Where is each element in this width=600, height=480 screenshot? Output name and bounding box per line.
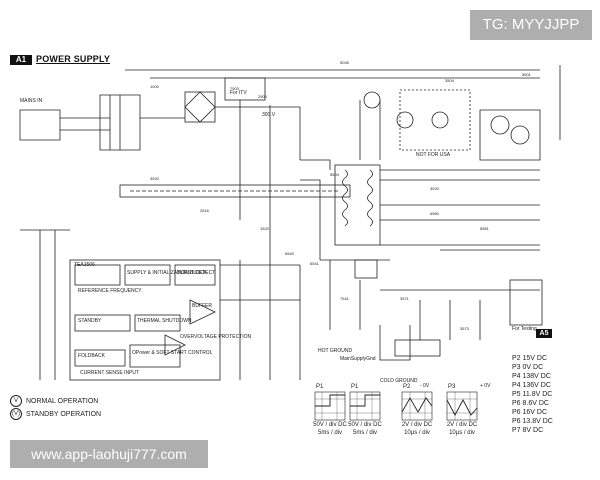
svg-text:1520: 1520 [260,226,270,231]
ic-soft-start-label: OPower & SOFT START CONTROL [132,350,213,356]
scope-id: P1 [316,384,324,390]
svg-text:6540: 6540 [285,251,295,256]
svg-text:7541: 7541 [340,296,350,301]
legend-standby-text: STANDBY OPERATION [26,411,102,418]
svg-text:7503: 7503 [230,86,240,91]
scope-caption: 10µs / div [404,430,430,436]
scope-id: P1 [351,384,359,390]
voltage-item: P6 13.8V DC [512,418,553,425]
svg-text:3573: 3573 [460,326,470,331]
legend-normal: V NORMAL OPERATION [10,395,101,408]
voltage-list: P2 15V DC P3 0V DC P4 138V DC P4 136V DC… [512,354,553,435]
scope-caption: 5ms / div [317,430,342,436]
scope-id: P2 [403,384,411,390]
ic-overvolt-label: OVERVOLTAGE PROTECTION [180,334,252,340]
ic-foldback-label: FOLDBACK [78,353,105,359]
svg-text:3504: 3504 [445,78,455,83]
page-title: POWER SUPPLY [36,54,111,64]
svg-text:5501: 5501 [522,72,532,77]
voltage-item: P2 15V DC [512,355,548,362]
voltage-item: P3 0V DC [512,364,544,371]
svg-text:1000: 1000 [150,84,160,89]
voltage-item: P6 8.6V DC [512,400,549,407]
ic-ref-label: REFERENCE FREQUENCY [78,288,142,294]
svg-text:5045: 5045 [340,60,350,65]
ic-supply-label: SUPPLY & INITIALIZATION BLOCK [127,270,208,276]
ic-name-label: TEA1506 [74,262,95,268]
legend-standby-symbol: (V) [10,408,22,421]
legend: V NORMAL OPERATION (V) STANDBY OPERATION [10,395,101,421]
not-for-usa-label: NOT FOR USA [416,152,451,158]
svg-text:3520: 3520 [150,176,160,181]
scope-caption: 50V / div DC [348,422,382,428]
ic-thermal-label: THERMAL SHUTDOWN [137,318,192,324]
legend-normal-text: NORMAL OPERATION [26,398,99,405]
rail-pos-label: + 0V [480,383,491,389]
mainsupply-gnd-label: MainSupplyGnd [340,356,376,362]
svg-text:2516: 2516 [200,208,210,213]
rail-neg-label: - 0V [420,383,430,389]
section-tag: A5 [536,329,552,338]
voltage-300-label: 300 V [262,112,276,118]
legend-standby: (V) STANDBY OPERATION [10,408,101,421]
ic-current-sense-label: CURRENT SENSE INPUT [80,370,140,376]
voltage-item: P4 138V DC [512,373,551,380]
hot-ground-label: HOT GROUND [318,348,353,354]
for-itv-label: For ITV [230,90,247,96]
svg-text:2500: 2500 [258,94,268,99]
cold-ground-label: COLD GROUND [380,378,418,384]
scope-caption: 50V / div DC [313,422,347,428]
voltage-item: P4 136V DC [512,382,551,389]
mains-in-label: MAINS IN [20,98,43,104]
ic-standby-label: STANDBY [78,318,102,324]
for-testing-label: For Testing [512,326,537,332]
svg-text:3571: 3571 [400,296,410,301]
ic-buffer-label: BUFFER [192,303,212,309]
scope-caption: 2V / div DC [446,422,478,428]
scope-caption: 5ms / div [352,430,377,436]
svg-text:6541: 6541 [310,261,320,266]
svg-text:3520: 3520 [430,186,440,191]
svg-text:5503: 5503 [330,172,340,177]
voltage-item: P7 8V DC [512,427,544,434]
legend-normal-symbol: V [10,395,22,408]
watermark-bottom-left: www.app-laohuji777.com [10,440,208,468]
scope-caption: 10µs / div [449,430,475,436]
svg-text:6560: 6560 [430,211,440,216]
voltage-item: P5 11.8V DC [512,391,553,398]
scope-caption: 2V / div DC [401,422,433,428]
scope-id: P3 [448,384,456,390]
voltage-item: P6 16V DC [512,409,548,416]
watermark-top-right: TG: MYYJJPP [470,10,592,40]
ic-burst-label: BURST DETECT [177,270,216,276]
section-badge: A1 [10,55,32,65]
svg-text:5561: 5561 [480,226,490,231]
